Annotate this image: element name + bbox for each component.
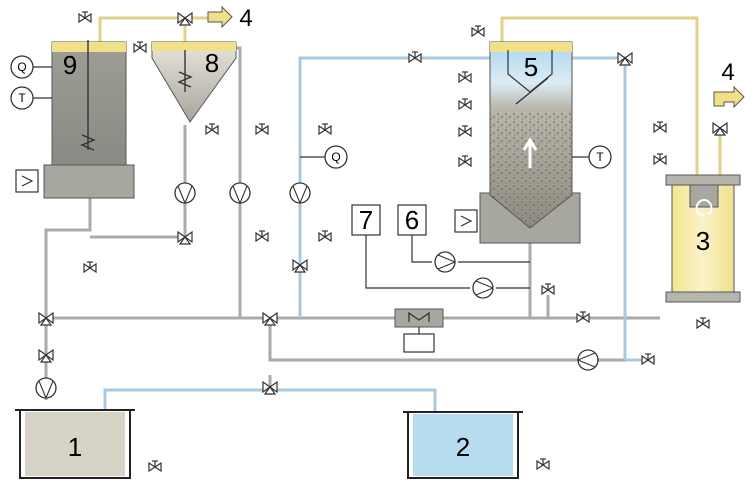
instrument-t-reactor5: T — [572, 145, 612, 169]
yellow-pipes — [98, 16, 722, 175]
tank-1: 1 — [15, 409, 135, 479]
output-arrow-right: 4 — [713, 59, 745, 109]
label-unit-3: 3 — [696, 226, 710, 256]
dosing-unit-6: 6 — [397, 204, 530, 263]
output-arrow-top: 4 — [207, 5, 253, 32]
svg-text:T: T — [18, 91, 26, 105]
reactor-5: 5 — [454, 41, 581, 244]
svg-text:Q: Q — [331, 150, 340, 164]
instrument-q-tank9: Q — [10, 55, 52, 79]
label-output-right: 4 — [721, 59, 734, 86]
instrument-t-tank9: T — [10, 86, 52, 110]
column-3: 3 — [665, 174, 741, 303]
dosing-unit-7: 7 — [351, 204, 530, 289]
label-unit-7: 7 — [359, 205, 373, 235]
label-unit-8: 8 — [205, 48, 219, 78]
label-unit-9: 9 — [63, 50, 77, 80]
label-unit-1: 1 — [68, 432, 82, 462]
tank-2: 2 — [403, 411, 523, 479]
instrument-q-feed: Q — [300, 145, 348, 169]
label-unit-2: 2 — [456, 432, 470, 462]
svg-text:T: T — [596, 150, 604, 164]
tank-9: 9 — [15, 40, 135, 199]
mixer — [394, 308, 444, 353]
svg-text:Q: Q — [17, 60, 26, 74]
label-output-top: 4 — [239, 5, 252, 32]
label-unit-6: 6 — [405, 205, 419, 235]
settler-8: 8 — [151, 41, 237, 123]
label-unit-5: 5 — [524, 52, 538, 82]
